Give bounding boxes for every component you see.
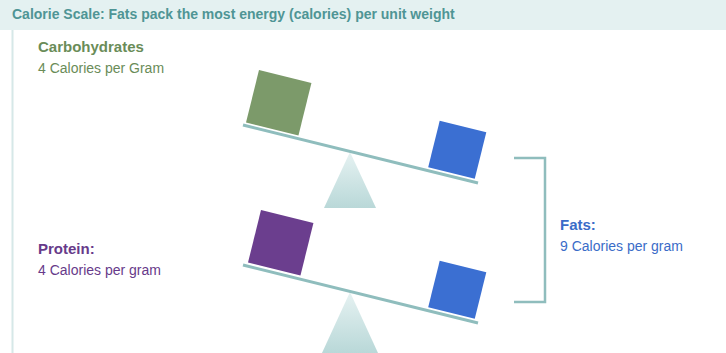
protein-block	[248, 210, 313, 275]
bracket	[514, 158, 545, 302]
calorie-value: 9 Calories per gram	[560, 238, 683, 254]
carbohydrate-block	[246, 70, 311, 135]
category-name: Carbohydrates	[38, 38, 144, 55]
calorie-value: 4 Calories per Gram	[38, 60, 164, 76]
category-name: Protein:	[38, 240, 95, 257]
category-name: Fats:	[560, 216, 596, 233]
panel-border	[12, 30, 14, 353]
calorie-value: 4 Calories per gram	[38, 262, 161, 278]
title: Calorie Scale: Fats pack the most energy…	[12, 6, 455, 22]
title-bar	[0, 0, 726, 30]
fulcrum	[324, 152, 376, 208]
panel	[12, 30, 726, 353]
fulcrum	[322, 292, 378, 353]
fat-block	[428, 261, 486, 319]
fat-block	[428, 121, 486, 179]
